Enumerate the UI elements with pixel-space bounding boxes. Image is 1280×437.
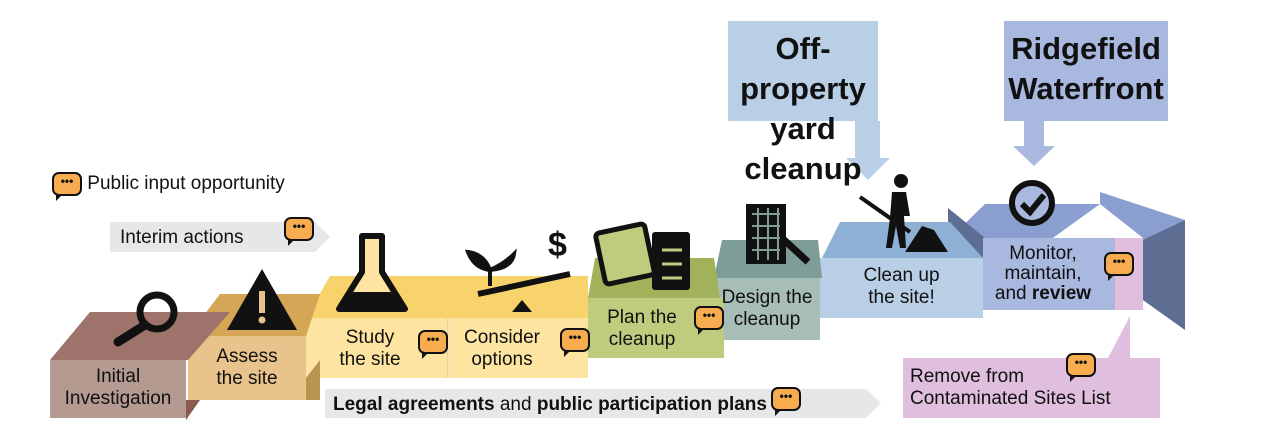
flask-icon — [336, 233, 408, 312]
callout-line: yard cleanup — [744, 111, 862, 186]
step-line: the site — [339, 349, 401, 370]
step-line: Plan the — [607, 307, 677, 328]
speech-bubble-icon: ••• — [1066, 353, 1096, 382]
ridgefield-box — [1004, 21, 1168, 121]
step-line: Assess — [216, 346, 278, 367]
callout-line: Waterfront — [1008, 71, 1164, 106]
step-line: the site — [216, 368, 278, 389]
step-line: Monitor, — [1009, 243, 1077, 264]
legend-label: Public input opportunity — [87, 173, 285, 195]
callout-line: Ridgefield — [1011, 31, 1161, 66]
step-line: Investigation — [64, 388, 172, 409]
calendar-checklist-icon — [593, 221, 690, 290]
step-line: Study — [345, 327, 395, 348]
offproperty-box — [728, 21, 878, 121]
plant-scale-money-icon: $ — [464, 226, 571, 312]
checkmark-circle-icon — [1009, 180, 1055, 226]
step-line: and — [994, 283, 1032, 304]
speech-bubble-icon: ••• — [418, 330, 448, 359]
step-clean-block — [820, 258, 983, 318]
step-line-bold: review — [1031, 283, 1092, 304]
speech-bubble-icon: ••• — [1104, 252, 1134, 281]
ridgefield-arrow — [1013, 121, 1055, 166]
blueprint-pencil-icon — [746, 204, 811, 265]
monitor-side — [1143, 220, 1185, 330]
interim-banner — [110, 222, 330, 252]
remove-line: Contaminated Sites List — [910, 388, 1111, 409]
step-line: maintain, — [1004, 263, 1082, 284]
svg-text:$: $ — [548, 226, 567, 264]
worker-shovel-icon — [858, 174, 948, 252]
legal-agreements: Legal agreements — [333, 394, 495, 416]
legal-and: and — [494, 394, 537, 416]
step-line: cleanup — [733, 309, 801, 330]
step-monitor: Monitor,maintain,and review — [983, 244, 1103, 304]
speech-bubble-icon: ••• — [284, 217, 314, 246]
interim-label: Interim actions — [120, 227, 244, 248]
remove-line: Remove from — [910, 366, 1025, 387]
callout-line: Off-property — [740, 31, 866, 106]
speech-bubble-icon: ••• — [694, 306, 724, 335]
legal-banner — [325, 389, 881, 418]
step-design-block — [714, 278, 820, 340]
step-line: cleanup — [608, 329, 676, 350]
step-line: Design the — [721, 287, 813, 308]
remove-box — [903, 316, 1160, 418]
public-participation-plans: public participation plans — [536, 394, 767, 416]
legend: ••• Public input opportunity — [52, 172, 285, 201]
step-initial-block — [50, 360, 186, 418]
warning-icon — [227, 269, 297, 330]
magnifier-icon — [113, 291, 178, 347]
offproperty-arrow — [846, 121, 890, 180]
speech-bubble-icon: ••• — [560, 328, 590, 357]
speech-bubble-icon: ••• — [52, 172, 82, 201]
step-line: Initial — [95, 366, 141, 387]
legal-banner-text: Legal agreements and public participatio… — [333, 387, 801, 417]
speech-bubble-icon: ••• — [770, 387, 801, 416]
step-line: options — [471, 349, 533, 370]
step-line: Consider — [463, 327, 541, 348]
step-line: the site! — [868, 287, 935, 308]
interim-actions: Interim actions ••• — [120, 217, 314, 249]
step-assess-block — [188, 336, 306, 400]
step-line: Clean up — [863, 265, 940, 286]
